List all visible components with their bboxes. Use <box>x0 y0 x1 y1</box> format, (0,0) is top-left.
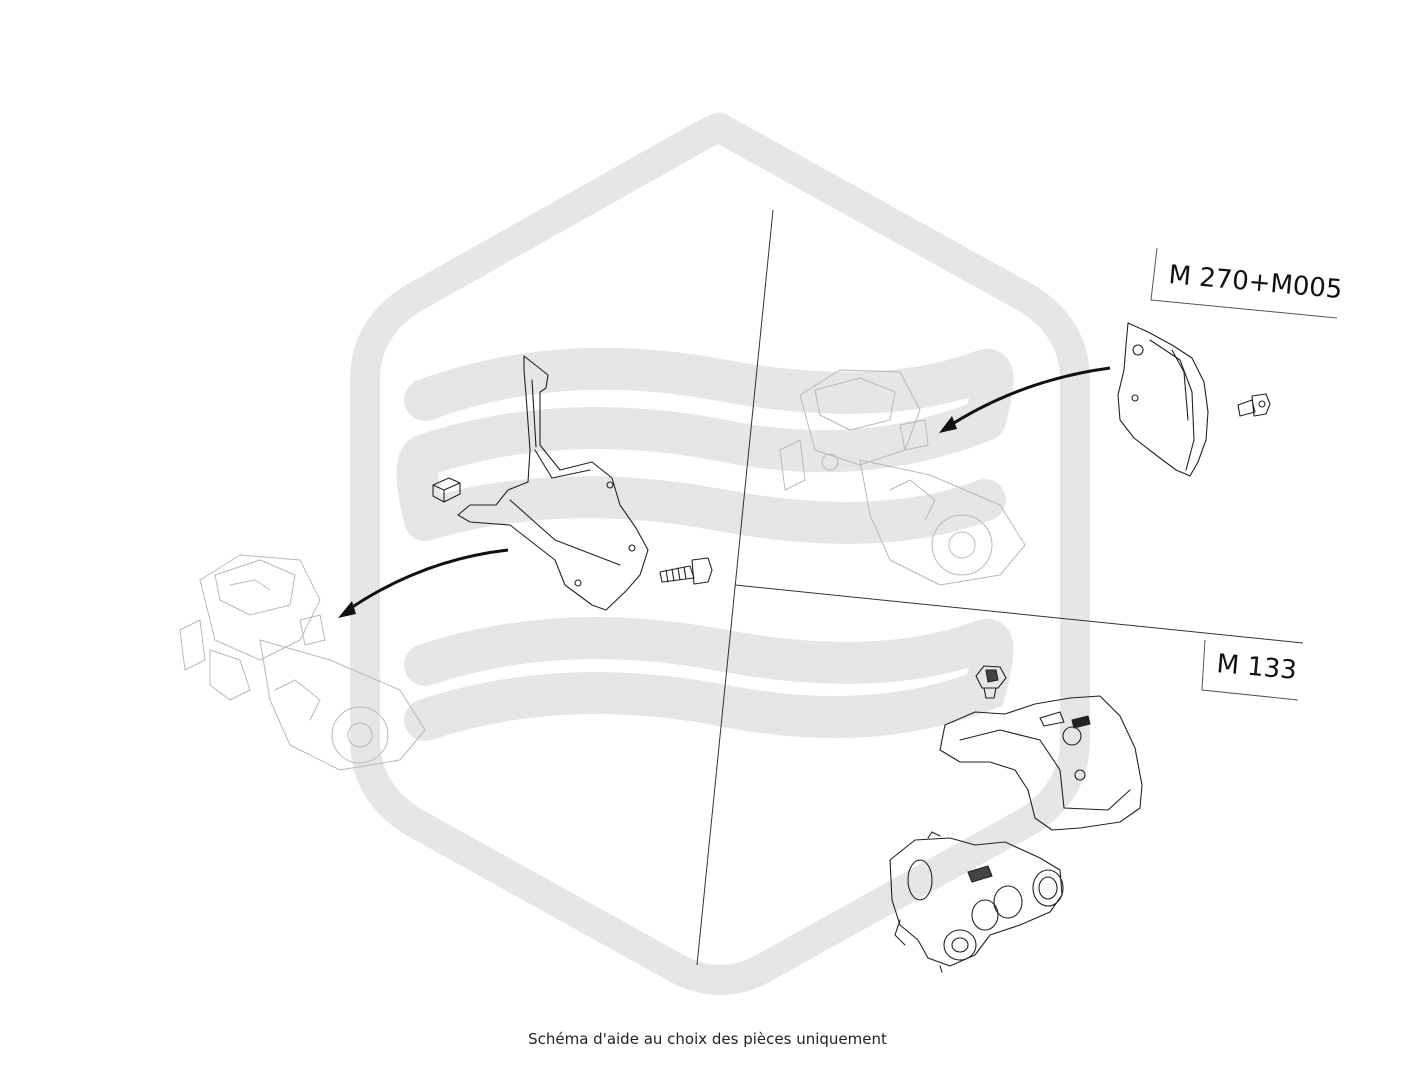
label-frame-bottom-right: M 133 <box>1201 639 1299 701</box>
horizontal-divider <box>734 584 1304 644</box>
variant-label-top-right: M 270+M005 <box>1167 260 1343 305</box>
watermark-logo <box>350 112 1090 995</box>
bolt-left <box>659 557 713 585</box>
heat-shield-top-right <box>1117 322 1209 477</box>
arrowhead-top-right <box>939 416 957 433</box>
turbocharger-illustration <box>889 831 1064 973</box>
clip-part <box>432 477 461 503</box>
vertical-divider <box>696 209 774 966</box>
bolt-top-right <box>1237 393 1271 417</box>
watermark-wave-4 <box>404 617 1014 741</box>
bolt-bottom-right <box>975 665 1007 699</box>
heat-shield-bracket <box>457 355 649 611</box>
watermark-wave-1 <box>404 347 1014 441</box>
diagram-caption: Schéma d'aide au choix des pièces unique… <box>528 1030 887 1048</box>
engine-top-right-illustration <box>779 369 1026 586</box>
watermark-hexagon <box>350 112 1090 995</box>
arrowhead-left <box>338 601 356 618</box>
arrow-left <box>344 548 509 614</box>
arrow-top-right <box>945 366 1111 430</box>
engine-left-illustration <box>179 554 426 771</box>
watermark-wave-2 <box>396 399 1006 541</box>
heat-shield-bottom-right <box>939 695 1143 831</box>
watermark-wave-3 <box>404 476 1006 544</box>
variant-label-bottom-right: M 133 <box>1215 649 1298 686</box>
label-frame-top-right: M 270+M005 <box>1150 247 1344 319</box>
section-dividers <box>696 209 1304 966</box>
